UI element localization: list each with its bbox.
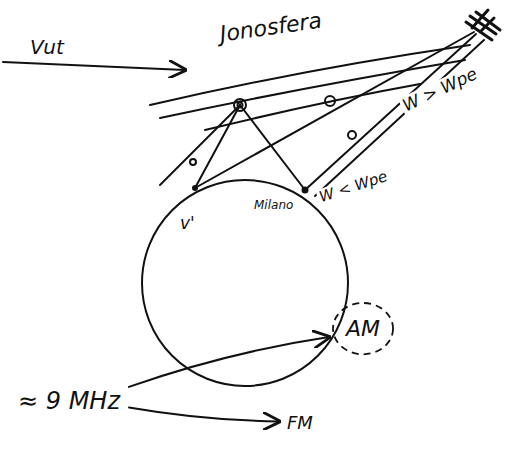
reflected-ray bbox=[240, 105, 305, 190]
reflection-point bbox=[325, 96, 335, 106]
reflected-ray bbox=[160, 105, 240, 185]
node-text: AM bbox=[346, 316, 380, 341]
layer-name: Jonosfera bbox=[216, 7, 325, 47]
station-dot bbox=[302, 187, 309, 194]
city-name: Milano bbox=[252, 199, 295, 213]
frequency-node: ≈ 9 MHz bbox=[12, 384, 126, 420]
radio-ray bbox=[195, 32, 474, 188]
earth-circle bbox=[142, 180, 348, 386]
satellite-scribble bbox=[466, 10, 500, 40]
reflection-point bbox=[348, 131, 356, 139]
reflection-point bbox=[234, 99, 246, 111]
reflection-point bbox=[190, 159, 196, 165]
frequency-condition: W > Wpe bbox=[398, 63, 482, 116]
reflected-ray bbox=[195, 105, 240, 188]
arrow-connector bbox=[129, 337, 329, 387]
dashed-outline bbox=[333, 303, 393, 354]
node-text: FM bbox=[287, 413, 313, 434]
velocity-label: Vut bbox=[28, 36, 66, 59]
reflection-point bbox=[238, 103, 243, 108]
frequency-condition: W < Wpe bbox=[315, 167, 391, 206]
arrow-connector bbox=[129, 407, 279, 421]
station-dot bbox=[192, 185, 198, 191]
radio-ray bbox=[315, 40, 484, 196]
node-text: ≈ 9 MHz bbox=[18, 388, 120, 416]
band-circle: AM bbox=[332, 302, 394, 355]
point-label: v' bbox=[178, 214, 197, 234]
band-node: FM bbox=[282, 410, 318, 437]
wind-arrow bbox=[3, 62, 185, 70]
